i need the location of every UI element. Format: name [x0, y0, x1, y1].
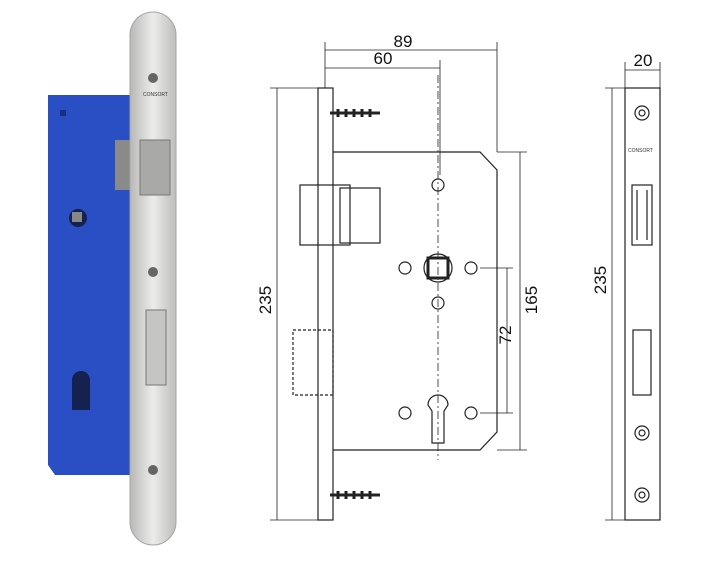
- dim-20: 20: [634, 51, 653, 70]
- dim-89: 89: [394, 32, 413, 51]
- side-faceplate-outline: [624, 87, 661, 521]
- cylinder-cutout: [427, 394, 449, 444]
- side-view-drawing: [605, 62, 661, 521]
- cylinder-hole: [72, 371, 90, 410]
- dim-235-side: 235: [591, 266, 610, 294]
- screw-icon: [148, 73, 158, 83]
- latch-bolt: [139, 139, 171, 196]
- deadbolt-slot: [145, 309, 167, 386]
- latch-outline: [299, 184, 351, 246]
- screw-icon: [148, 465, 158, 475]
- screw-icon: [148, 267, 158, 277]
- photo-logo: CONSORT: [143, 92, 168, 98]
- deadbolt-outline: [292, 329, 334, 396]
- dim-60: 60: [374, 49, 393, 68]
- side-logo: CONSORT: [628, 148, 653, 154]
- body-outline: [333, 151, 498, 451]
- lock-photo: CONSORT: [48, 11, 177, 546]
- dim-235-front: 235: [256, 286, 275, 314]
- faceplate-outline: [317, 87, 334, 521]
- lock-body-blue: [48, 95, 135, 475]
- dim-72: 72: [496, 326, 515, 345]
- screw-icon: [330, 491, 380, 499]
- front-view-drawing: [270, 42, 527, 521]
- screw-icon: [330, 109, 380, 117]
- dim-165: 165: [522, 286, 541, 314]
